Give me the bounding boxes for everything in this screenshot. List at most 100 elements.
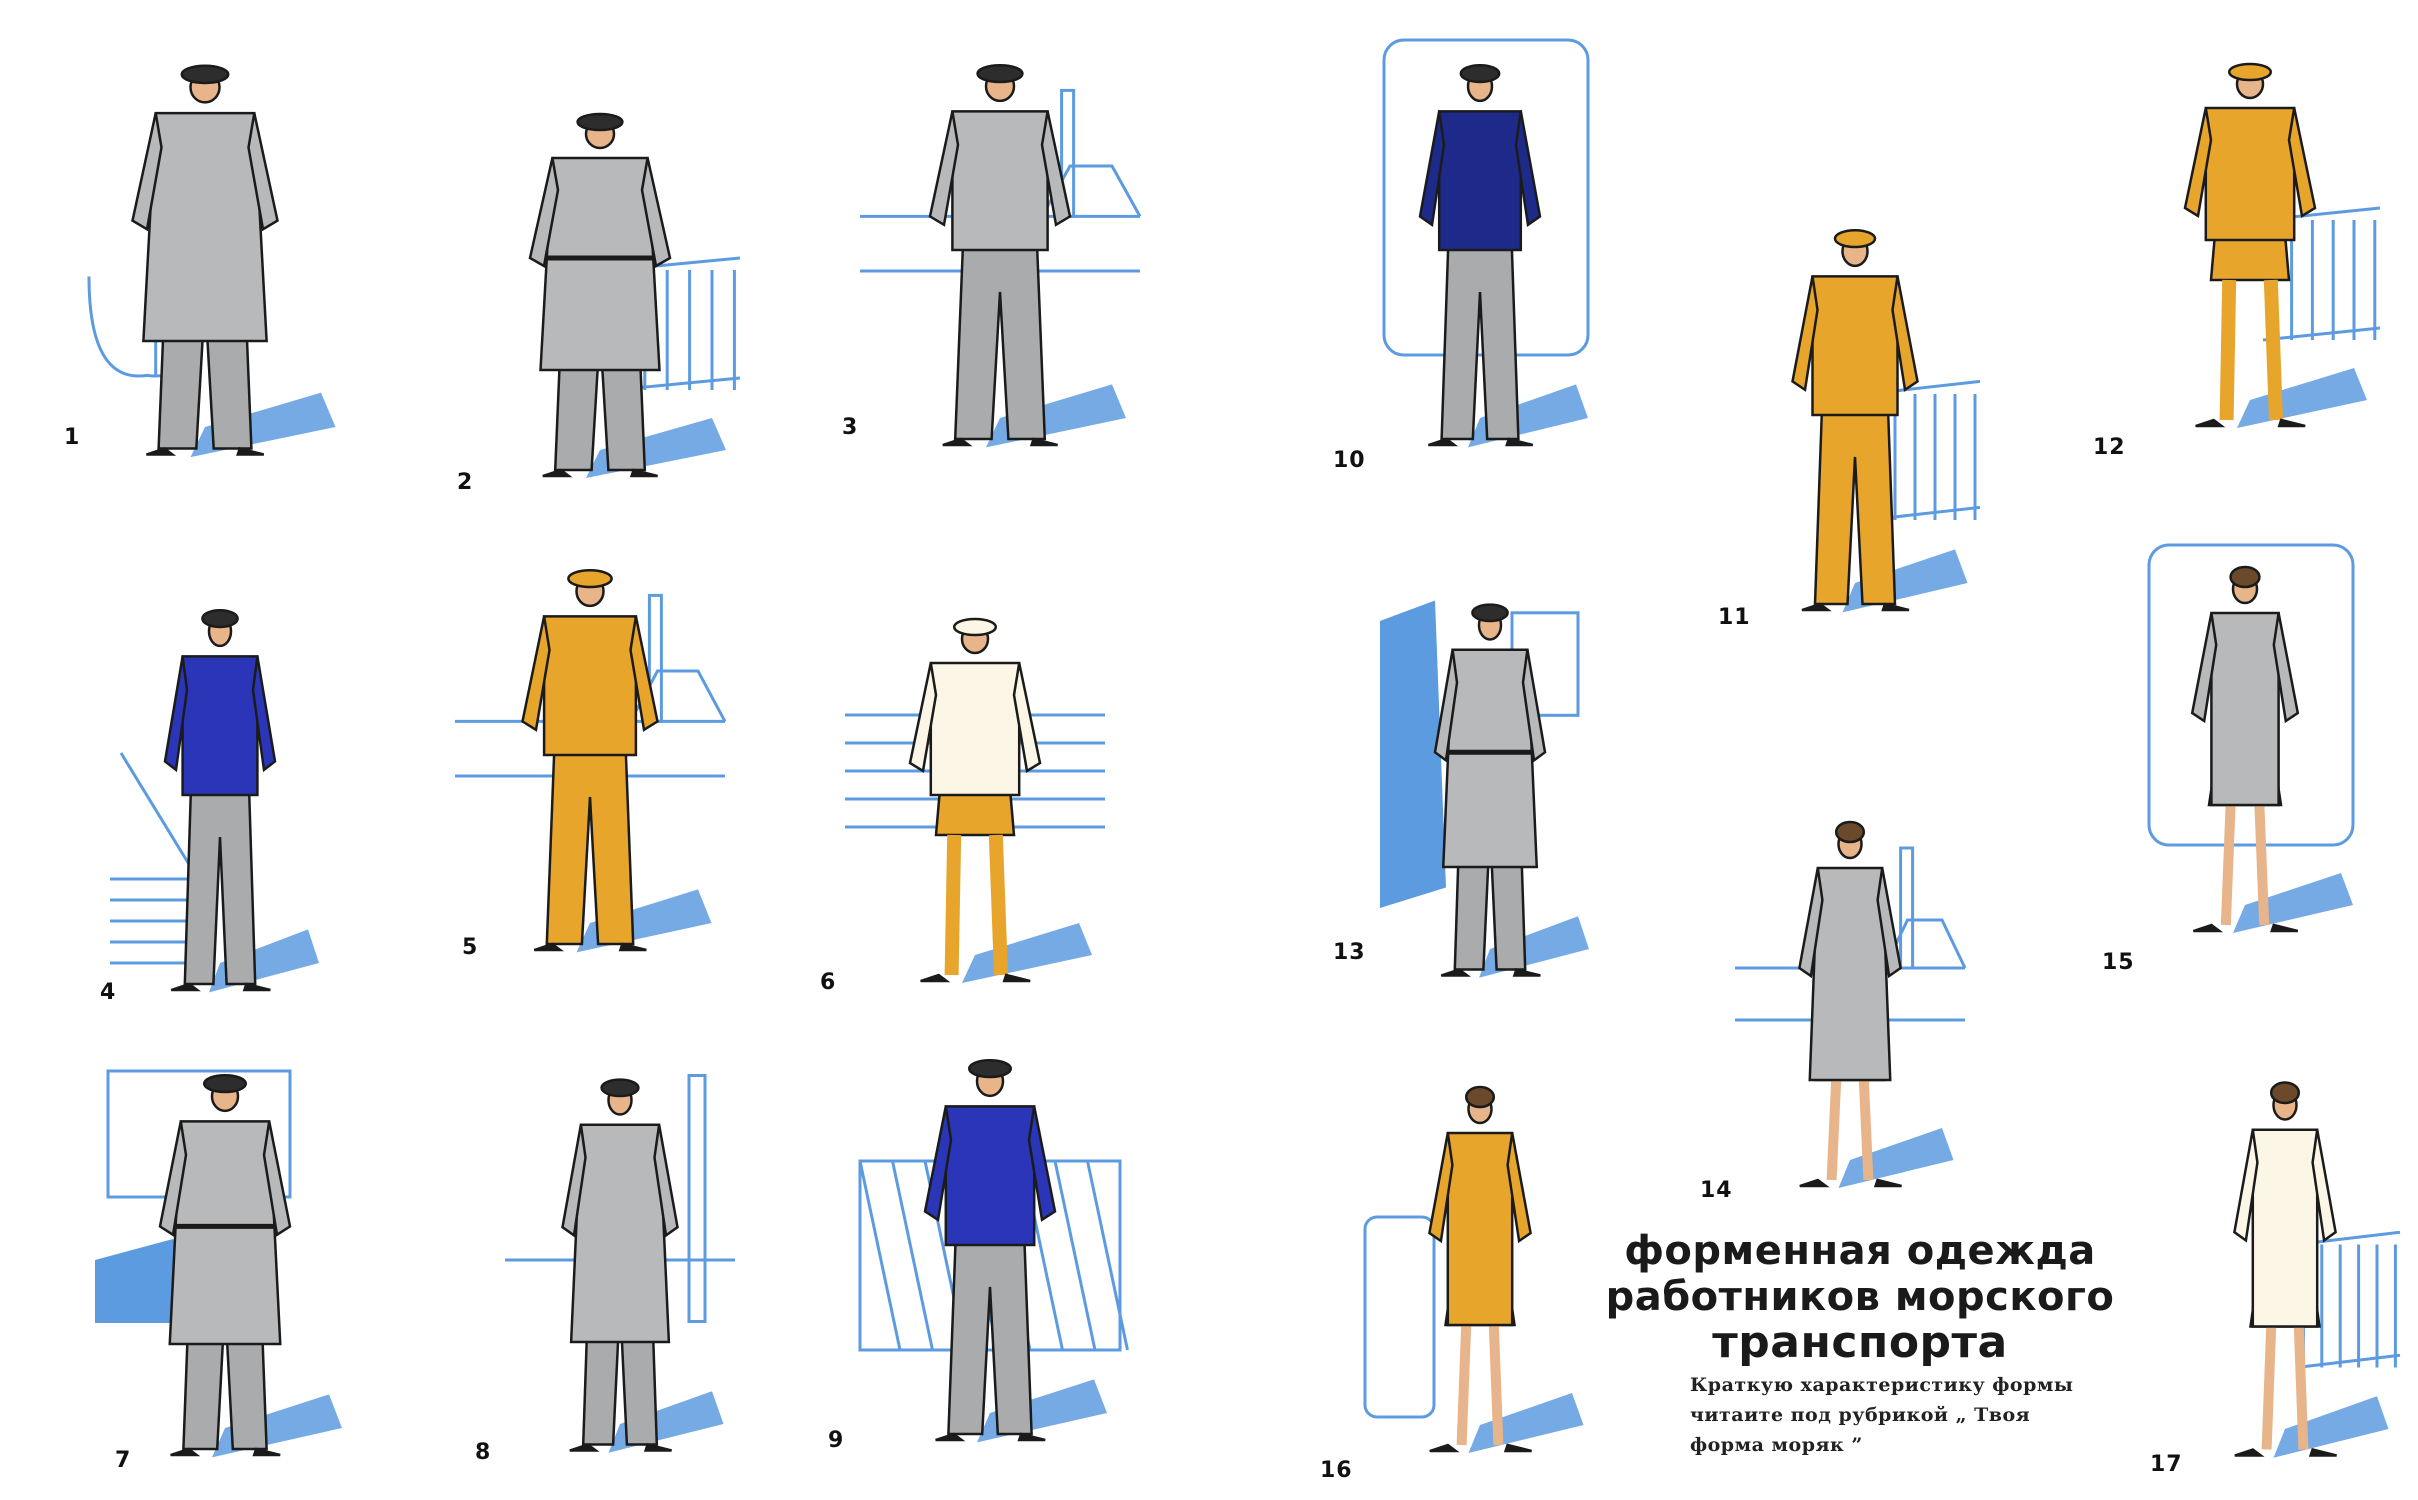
caption: Краткую характеристику формы читаите под… [1690,1370,2110,1460]
figure-1 [60,40,350,470]
left-arm [1433,649,1459,763]
figure-number-5: 5 [462,935,479,960]
figure-14 [1735,800,1967,1200]
person [561,1078,679,1452]
jacket [1811,275,1899,417]
ground-shadow [2273,1396,2389,1458]
left-arm [928,111,960,227]
right-arm [629,616,659,732]
figure-10 [1360,38,1600,460]
person [908,617,1042,983]
figure-12 [2120,40,2381,440]
left-arm [561,1124,587,1238]
ground-shadow [962,923,1092,983]
figure-illustration [1363,1085,1584,1453]
right-arm [1040,111,1072,227]
right-arm [1521,649,1547,763]
person [2190,565,2300,933]
person [158,1073,292,1457]
caption-line-1: Краткую характеристику формы [1690,1374,2074,1396]
person [1418,63,1542,447]
left-arm [1428,1132,1454,1244]
right-arm [1514,111,1542,227]
figure-number-17: 17 [2150,1452,2183,1477]
jacket [542,615,638,757]
figure-7 [95,1050,355,1470]
right-arm [1506,1132,1532,1244]
shoes [569,1443,672,1452]
right-arm [251,656,277,773]
shoes [1799,1178,1902,1188]
right-arm [1876,867,1902,979]
figure-number-14: 14 [1700,1178,1733,1203]
caption-line-2: читаите под рубрикой „ Твоя [1690,1404,2031,1426]
left-arm [908,662,938,774]
ground-shadow [1838,1128,1954,1188]
left-arm [923,1106,953,1222]
shoes [542,468,658,478]
figure-illustration [455,568,727,953]
ground-shadow [2237,368,2367,428]
person [1791,228,1919,612]
jacket [944,1105,1036,1247]
trousers [1813,392,1897,606]
trousers [183,772,257,986]
coat [1808,866,1892,1082]
title-line-2: работников морского [1605,1274,2115,1320]
left-arm [158,1121,188,1237]
left-arm [1418,111,1446,227]
jacket [2204,106,2296,242]
figure-illustration [528,112,741,478]
right-arm [2287,107,2317,219]
figure-number-9: 9 [828,1428,845,1453]
cap [2227,62,2273,82]
cap [576,112,624,132]
figure-number-12: 12 [2093,435,2126,460]
shoes [942,437,1058,447]
figure-illustration [2147,543,2355,933]
wall-shadow [1380,600,1446,908]
figure-5 [455,545,727,965]
shoes [935,1432,1046,1442]
shoes [170,982,271,992]
jacket [929,661,1021,797]
legs [2261,1326,2309,1450]
figure-illustration [95,1069,342,1458]
figure-illustration [860,63,1142,448]
person [928,63,1072,447]
figure-2 [460,90,741,490]
jacket [951,110,1049,252]
figure-number-2: 2 [457,470,474,495]
coat [142,111,268,343]
left-arm [1791,276,1819,392]
left-arm [528,157,560,268]
figure-illustration [1735,820,1967,1188]
cap [1459,63,1501,84]
figure-number-6: 6 [820,970,837,995]
figure-3 [860,40,1142,460]
figure-4 [110,585,330,1005]
figure-number-16: 16 [1320,1458,1353,1483]
person [1428,1085,1532,1453]
figure-number-11: 11 [1718,605,1751,630]
shoes [533,942,647,952]
coat [539,156,661,372]
person [163,608,277,992]
figure-8 [505,1055,735,1465]
left-arm [2183,107,2213,219]
person [528,112,672,478]
coat [569,1123,671,1344]
coat [1441,648,1539,869]
left-arm [163,656,189,773]
cap [567,568,613,589]
legs [2220,804,2270,926]
ground-shadow [1468,1393,1584,1453]
left-arm [1798,867,1824,979]
shoes [2193,923,2299,933]
figure-illustration [1791,228,1981,613]
person [2233,1081,2337,1457]
figure-illustration [845,617,1105,983]
figure-13 [1380,580,1600,990]
person [1433,603,1547,977]
